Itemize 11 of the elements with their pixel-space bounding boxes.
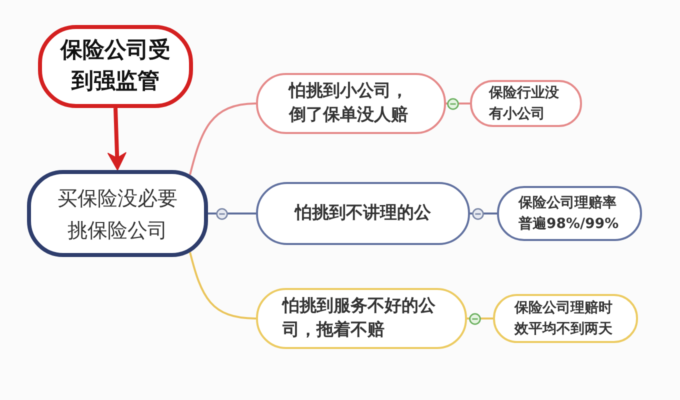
- branch-topic-box: 怕挑到小公司，倒了保单没人赔: [256, 73, 446, 134]
- branch-topic-box: 怕挑到服务不好的公司，拖着不赔: [256, 288, 467, 349]
- connector-line: [189, 252, 256, 320]
- subtopic-box: 保险公司理赔时效平均不到两天: [493, 294, 638, 343]
- subtopic-box: 保险行业没有小公司: [470, 80, 582, 127]
- branch-topic-box: 怕挑到不讲理的公: [256, 182, 470, 245]
- arrow: [108, 108, 126, 170]
- subtopic-box: 保险公司理赔率普遍98%/99%: [497, 186, 642, 241]
- central-topic-box: 买保险没必要挑保险公司: [27, 170, 208, 257]
- root-topic-box: 保险公司受到强监管: [38, 25, 193, 108]
- connector-line: [189, 102, 256, 176]
